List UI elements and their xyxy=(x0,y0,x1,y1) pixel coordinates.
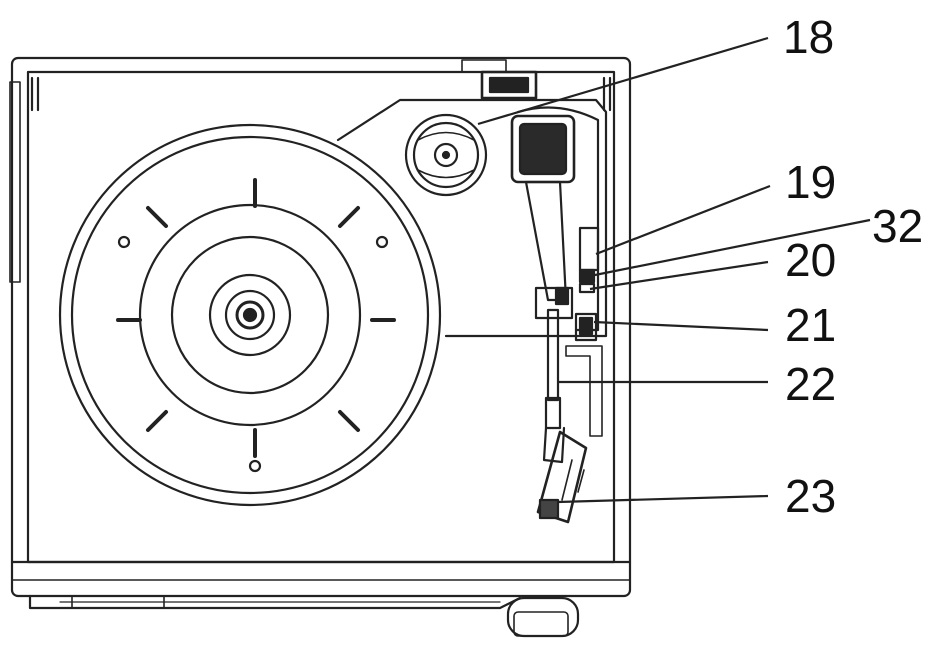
top-latch xyxy=(461,59,538,100)
callout-label-21: 21 xyxy=(785,299,836,351)
leader-line-21 xyxy=(593,320,769,332)
callout-label-32: 32 xyxy=(872,200,923,252)
tonearm xyxy=(546,308,560,402)
leader-line-23 xyxy=(557,494,769,504)
speaker-grille xyxy=(404,113,488,197)
callout-label-23: 23 xyxy=(785,470,836,522)
leader-line-18 xyxy=(477,36,769,126)
tonearm-base xyxy=(534,286,574,320)
cartridge-headshell xyxy=(536,430,588,524)
callout-label-19: 19 xyxy=(785,156,836,208)
leader-line-32 xyxy=(589,218,871,278)
tonearm-lift-lever xyxy=(578,226,600,272)
tonearm-pivot xyxy=(554,286,570,306)
platter xyxy=(58,123,442,507)
tonearm-rest-clip xyxy=(574,312,598,342)
callout-label-18: 18 xyxy=(783,11,834,63)
deck-plate xyxy=(336,98,608,338)
cabinet xyxy=(9,56,632,598)
callout-label-20: 20 xyxy=(785,234,836,286)
leader-lines xyxy=(477,36,871,504)
callout-labels: 18 19 32 20 21 22 23 xyxy=(783,11,923,522)
front-panel xyxy=(28,594,580,638)
leader-line-19 xyxy=(595,184,771,256)
leader-line-20 xyxy=(589,260,769,291)
callout-label-22: 22 xyxy=(785,358,836,410)
tonearm-assembly xyxy=(510,106,603,524)
